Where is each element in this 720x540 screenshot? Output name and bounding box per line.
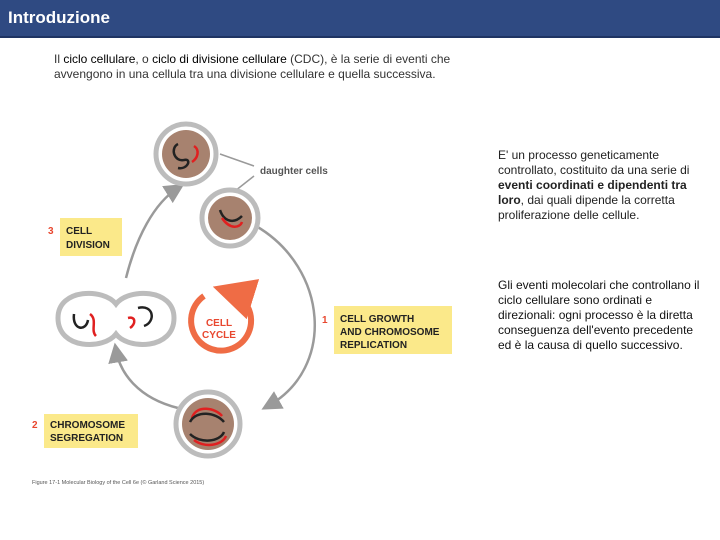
paragraph-events: Gli eventi molecolari che controllano il… <box>498 278 700 352</box>
cycle-arrow-right <box>255 224 317 410</box>
paragraph-text: , dai quali dipende la corretta prolifer… <box>498 193 675 222</box>
stage3-label-bg <box>60 218 122 256</box>
cycle-arrow-top-left <box>124 184 185 279</box>
stage2-label-line1: CHROMOSOME <box>50 420 125 431</box>
stage3-number: 3 <box>48 226 54 237</box>
stage3-label-line1: CELL <box>66 226 92 237</box>
cycle-arrow-bottom-left <box>108 342 179 410</box>
stage1-label-bg <box>334 306 452 354</box>
daughter-cell-bottom <box>199 187 261 249</box>
intro-text: Il <box>54 52 64 66</box>
cycle-label-1: CELL <box>206 318 232 329</box>
dividing-cell <box>55 290 177 347</box>
stage2-label-line2: SEGREGATION <box>50 433 123 444</box>
cycle-center-arrow <box>188 279 260 354</box>
intro-text: (CDC), è la serie di eventi che avvengon… <box>54 52 451 81</box>
stage1-label-line1: CELL GROWTH <box>340 314 414 325</box>
page-title: Introduzione <box>8 8 110 27</box>
daughter-pointer-top <box>219 153 255 167</box>
header-bar: Introduzione <box>0 0 720 38</box>
paragraph-bold: eventi coordinati e dipendenti tra loro <box>498 178 687 207</box>
stage3-label-line2: DIVISION <box>66 240 110 251</box>
cell-cycle-diagram: CELL CYCLE daughter cells 3 CELL DIVISIO… <box>32 121 452 486</box>
stage1-label-line2: AND CHROMOSOME <box>340 327 440 338</box>
cycle-label-2: CYCLE <box>202 330 236 341</box>
figure-caption: Figure 17-1 Molecular Biology of the Cel… <box>32 479 204 486</box>
paragraph-text: E' un processo geneticamente controllato… <box>498 148 690 177</box>
intro-text: , o <box>135 52 153 66</box>
stage2-number: 2 <box>32 420 38 431</box>
segregation-cell <box>173 389 243 459</box>
stage2-label-bg <box>44 414 138 448</box>
daughter-cells-label: daughter cells <box>260 166 328 177</box>
intro-term-divisione: ciclo di divisione cellulare <box>152 52 287 66</box>
daughter-cell-top <box>153 121 219 187</box>
stage1-number: 1 <box>322 315 328 326</box>
intro-paragraph: Il ciclo cellulare, o ciclo di divisione… <box>54 52 494 82</box>
intro-term-ciclo: ciclo cellulare <box>63 52 136 66</box>
paragraph-process: E' un processo geneticamente controllato… <box>498 148 698 223</box>
stage1-label-line3: REPLICATION <box>340 340 407 351</box>
